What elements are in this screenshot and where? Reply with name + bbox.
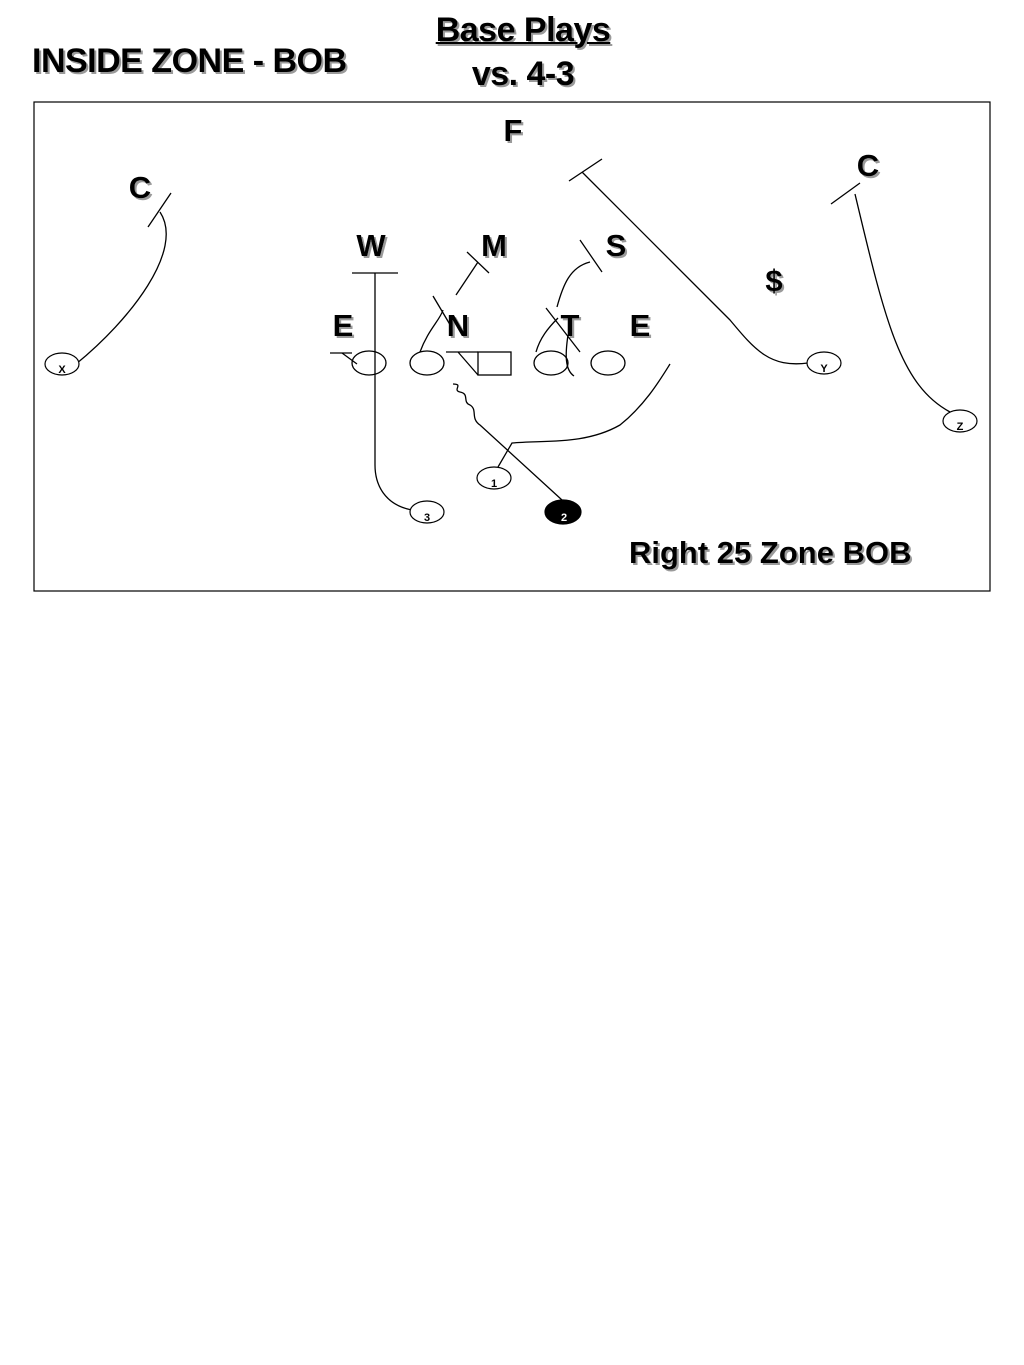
heading-line-1: Base Plays — [435, 11, 611, 49]
right-guard — [533, 350, 569, 376]
left-guard — [409, 350, 445, 376]
block-bar-corner-left — [147, 192, 172, 228]
block-bar-corner-right — [830, 182, 861, 205]
defender-mike: M — [481, 228, 507, 263]
receiver-y-label: Y — [820, 363, 828, 375]
field-frame — [33, 101, 991, 592]
block-line-sam — [556, 261, 591, 308]
block-bar-free-safety — [568, 158, 603, 182]
block-line-rt — [565, 334, 575, 377]
block-bar-sam — [579, 239, 603, 273]
defender-sam: S — [606, 228, 627, 263]
block-bar-tackle — [545, 307, 581, 353]
defender-nose: N — [447, 308, 469, 343]
left-tackle — [351, 350, 387, 376]
play-call: Right 25 Zone BOB — [629, 535, 911, 570]
receiver-x: X — [44, 352, 80, 376]
heading-line-2: vs. 4-3 — [471, 55, 575, 93]
heading: Base Plays vs. 4-3 — [400, 8, 646, 96]
fullback-label: 3 — [424, 512, 430, 524]
route-rb — [452, 383, 563, 501]
play-name: INSIDE ZONE - BOB — [32, 42, 347, 80]
block-bar-nose — [432, 295, 453, 329]
block-line-lg — [419, 309, 444, 353]
play-diagram: X Y Z 1 2 3 F C C W M S $ E N — [33, 101, 991, 592]
defender-strong-safety: $ — [765, 263, 782, 298]
block-line-rg — [535, 317, 559, 353]
quarterback-label: 1 — [491, 478, 497, 490]
assignment-lines — [75, 158, 951, 511]
defender-end-left: E — [333, 308, 354, 343]
block-line-center — [455, 261, 479, 296]
running-back-label: 2 — [561, 512, 567, 524]
receiver-z: Z — [942, 409, 978, 433]
quarterback: 1 — [476, 466, 512, 490]
defender-corner-left: C — [129, 170, 151, 205]
route-fb — [374, 273, 413, 511]
route-qb — [497, 363, 671, 468]
defender-end-right: E — [630, 308, 651, 343]
defender-will: W — [356, 228, 386, 263]
fullback: 3 — [409, 500, 445, 524]
receiver-y: Y — [806, 351, 842, 375]
receiver-z-label: Z — [957, 421, 964, 433]
block-line-lt — [341, 352, 358, 365]
center — [477, 351, 512, 376]
center-snap-line — [446, 351, 479, 376]
block-bar-mike — [466, 251, 490, 274]
route-y — [581, 171, 809, 365]
defender-tackle: T — [561, 308, 580, 343]
route-x — [75, 211, 167, 365]
defender-free-safety: F — [504, 113, 523, 148]
route-z — [854, 193, 951, 413]
defender-corner-right: C — [857, 148, 879, 183]
running-back: 2 — [544, 499, 582, 525]
right-tackle — [590, 350, 626, 376]
receiver-x-label: X — [58, 364, 66, 376]
